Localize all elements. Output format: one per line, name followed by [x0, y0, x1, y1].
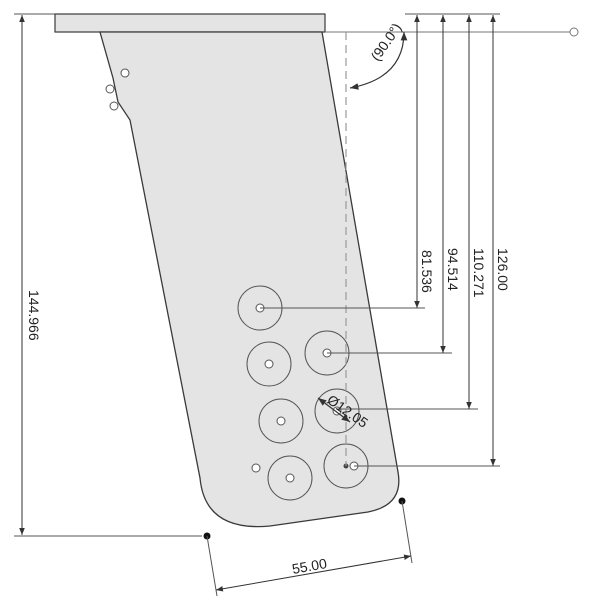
dimension-126-label[interactable]: 126.00	[495, 248, 511, 291]
mounting-bar[interactable]	[54, 13, 326, 33]
hole-group	[237, 285, 369, 501]
diameter-leader	[317, 397, 351, 423]
overall-height-label[interactable]: 144.966	[26, 290, 42, 341]
width-ext-left	[206, 535, 218, 597]
dimension-81-label[interactable]: 81.536	[419, 250, 435, 293]
large-hole-2-inner	[264, 359, 274, 369]
width-ext-right	[401, 500, 413, 564]
large-hole-6-inner	[285, 473, 295, 483]
width-label[interactable]: 55.00	[291, 555, 328, 577]
reference-endpoint[interactable]	[569, 27, 579, 37]
dimension-94-label[interactable]: 94.514	[445, 248, 461, 291]
small-hole-1[interactable]	[120, 68, 130, 78]
angle-arc	[349, 31, 408, 90]
small-hole-3[interactable]	[109, 101, 119, 111]
dimension-110-label[interactable]: 110.271	[471, 248, 487, 298]
small-hole-4[interactable]	[251, 463, 261, 473]
small-hole-2[interactable]	[105, 84, 115, 94]
width-dim-line	[215, 554, 412, 592]
large-hole-4-inner	[276, 416, 286, 426]
